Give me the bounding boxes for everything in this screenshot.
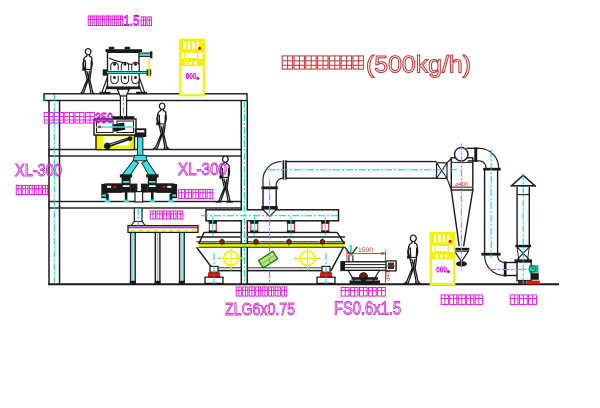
svg-text:1.5: 1.5 bbox=[124, 13, 140, 30]
svg-text:1500: 1500 bbox=[358, 247, 374, 254]
svg-text:FS0.6x1.5: FS0.6x1.5 bbox=[334, 299, 401, 319]
svg-text:ZLG6x0.75: ZLG6x0.75 bbox=[225, 299, 295, 319]
svg-text:000: 000 bbox=[436, 264, 447, 274]
svg-text:XL-300: XL-300 bbox=[178, 159, 227, 179]
svg-text:XL-300: XL-300 bbox=[15, 160, 62, 180]
svg-text:350: 350 bbox=[95, 110, 113, 127]
svg-text:345: 345 bbox=[386, 270, 392, 281]
svg-text:(500kg/h): (500kg/h) bbox=[366, 52, 471, 79]
svg-text:000: 000 bbox=[186, 71, 197, 81]
